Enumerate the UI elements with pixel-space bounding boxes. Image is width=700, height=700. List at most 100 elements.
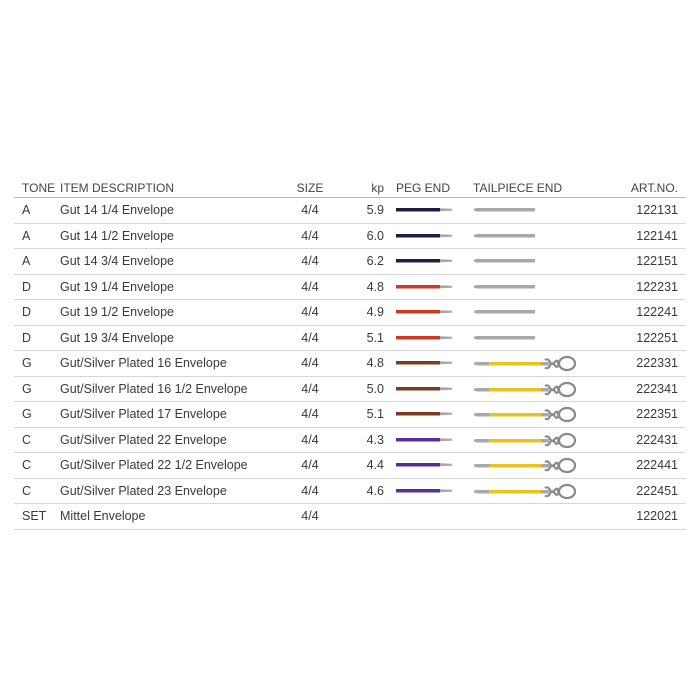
size-cell: 4/4 — [301, 254, 319, 269]
description-cell: Gut 14 1/2 Envelope — [60, 228, 174, 243]
size-cell: 4/4 — [301, 279, 319, 294]
peg-end-string-icon — [396, 488, 452, 493]
loop-tail-string-icon — [474, 407, 577, 423]
size-cell: 4/4 — [301, 330, 319, 345]
peg-end-cell — [396, 300, 456, 325]
peg-end-cell — [396, 453, 456, 478]
peg-end-cell — [396, 224, 456, 249]
peg-end-string-icon — [396, 386, 452, 391]
art-no-cell: 122131 — [636, 203, 678, 218]
header-description: ITEM DESCRIPTION — [60, 180, 175, 195]
header-size: SIZE — [296, 180, 324, 195]
art-no-cell: 122251 — [636, 330, 678, 345]
header-tailpiece-end: TAILPIECE END — [473, 180, 563, 195]
plain-tail-string-icon — [474, 233, 535, 238]
tailpiece-end-cell — [473, 300, 583, 325]
peg-end-cell — [396, 249, 456, 274]
tone-cell: D — [22, 330, 32, 345]
kp-cell: 5.1 — [366, 330, 384, 345]
tone-cell: G — [22, 407, 32, 422]
peg-end-string-icon — [396, 463, 452, 467]
peg-end-cell — [396, 479, 456, 504]
kp-cell: 5.9 — [366, 203, 384, 218]
kp-cell: 4.4 — [366, 458, 384, 473]
size-cell: 4/4 — [301, 432, 319, 447]
description-cell: Gut/Silver Plated 22 Envelope — [60, 432, 227, 447]
description-cell: Gut 19 1/2 Envelope — [60, 305, 174, 320]
table-row: C Gut/Silver Plated 23 Envelope 4/4 4.6 2224… — [14, 479, 686, 504]
peg-end-cell — [396, 402, 456, 427]
kp-cell: 4.9 — [366, 305, 384, 320]
peg-end-cell — [396, 198, 456, 223]
peg-end-string-icon — [396, 437, 452, 442]
description-cell: Gut/Silver Plated 22 1/2 Envelope — [60, 458, 248, 473]
peg-end-string-icon — [396, 412, 452, 416]
size-cell: 4/4 — [301, 509, 319, 524]
description-cell: Gut/Silver Plated 17 Envelope — [60, 407, 227, 422]
tone-cell: C — [22, 483, 32, 498]
size-cell: 4/4 — [301, 458, 319, 473]
art-no-cell: 222441 — [636, 458, 678, 473]
plain-tail-string-icon — [474, 284, 535, 289]
art-no-cell: 222351 — [636, 407, 678, 422]
art-no-cell: 222451 — [636, 483, 678, 498]
table-header: TONE ITEM DESCRIPTION SIZE kp PEG END TA… — [14, 178, 686, 198]
tailpiece-end-cell — [473, 428, 583, 453]
kp-cell: 4.8 — [366, 279, 384, 294]
kp-cell — [344, 504, 384, 529]
tone-cell: A — [22, 254, 31, 269]
kp-cell: 4.6 — [366, 483, 384, 498]
header-tone: TONE — [22, 180, 56, 195]
description-cell: Gut 19 3/4 Envelope — [60, 330, 174, 345]
peg-end-string-icon — [396, 233, 452, 238]
tailpiece-end-cell — [473, 453, 583, 478]
kp-cell: 5.1 — [366, 407, 384, 422]
kp-cell: 4.3 — [366, 432, 384, 447]
art-no-cell: 122021 — [636, 509, 678, 524]
peg-end-string-icon — [396, 310, 452, 314]
description-cell: Gut 14 3/4 Envelope — [60, 254, 174, 269]
size-cell: 4/4 — [301, 381, 319, 396]
art-no-cell: 222431 — [636, 432, 678, 447]
size-cell: 4/4 — [301, 483, 319, 498]
peg-end-cell — [396, 351, 456, 376]
peg-end-cell — [396, 326, 456, 351]
peg-end-string-icon — [396, 259, 452, 263]
peg-end-string-icon — [396, 284, 452, 289]
plain-tail-string-icon — [474, 335, 535, 340]
header-art-no: ART.NO. — [630, 180, 678, 195]
description-cell: Mittel Envelope — [60, 509, 146, 524]
tailpiece-end-cell — [473, 504, 583, 529]
description-cell: Gut/Silver Plated 16 Envelope — [60, 356, 227, 371]
kp-cell: 6.0 — [366, 228, 384, 243]
art-no-cell: 222341 — [636, 381, 678, 396]
size-cell: 4/4 — [301, 228, 319, 243]
kp-cell: 4.8 — [366, 356, 384, 371]
peg-end-string-icon — [396, 361, 452, 365]
tailpiece-end-cell — [473, 224, 583, 249]
loop-tail-string-icon — [474, 356, 577, 372]
peg-end-cell — [396, 504, 456, 529]
size-cell: 4/4 — [301, 305, 319, 320]
peg-end-cell — [396, 275, 456, 300]
tailpiece-end-cell — [473, 402, 583, 427]
tailpiece-end-cell — [473, 275, 583, 300]
tone-cell: G — [22, 381, 32, 396]
art-no-cell: 122141 — [636, 228, 678, 243]
art-no-cell: 122241 — [636, 305, 678, 320]
tailpiece-end-cell — [473, 377, 583, 402]
description-cell: Gut/Silver Plated 23 Envelope — [60, 483, 227, 498]
header-kp: kp — [371, 180, 384, 195]
header-peg-end: PEG END — [396, 180, 451, 195]
art-no-cell: 122151 — [636, 254, 678, 269]
loop-tail-string-icon — [474, 458, 577, 474]
